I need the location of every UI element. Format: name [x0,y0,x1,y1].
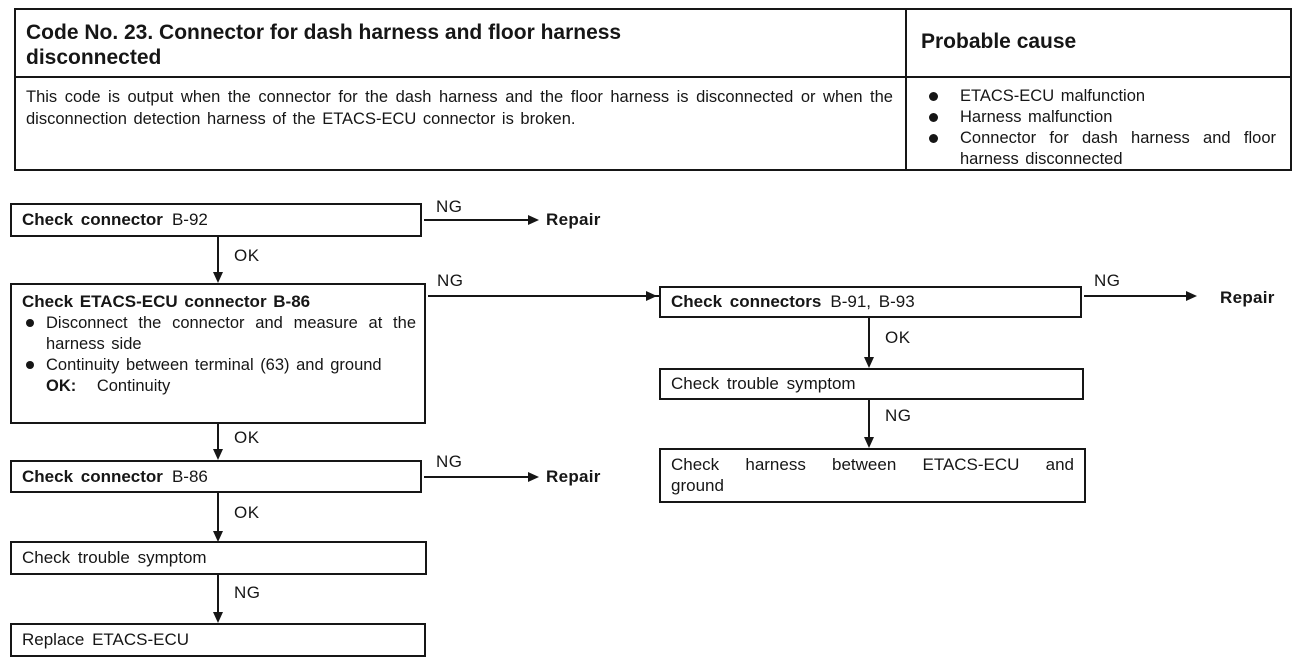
arrow-right-icon [646,291,657,301]
page-title: Code No. 23. Connector for dash harness … [26,21,622,69]
probable-cause-list: ETACS-ECU malfunction Harness malfunctio… [907,78,1290,169]
arrow-down-icon [213,612,223,623]
edge-line [428,295,659,297]
bullet-icon [929,113,938,122]
node-check-connector-b86: Check connector B-86 [10,460,422,493]
repair-label: Repair [546,210,601,229]
edge-label-ng: NG [436,197,463,216]
bullet-icon [929,134,938,143]
arrow-down-icon [213,531,223,542]
repair-label: Repair [1220,288,1275,307]
edge-line [217,493,219,534]
bullet-text: Disconnect the connector and measure at … [46,314,416,353]
node-check-trouble-symptom-left: Check trouble symptom [10,541,427,575]
edge-label-ng: NG [1094,271,1121,290]
bullet-icon [929,92,938,101]
probable-cause-list-cell: ETACS-ECU malfunction Harness malfunctio… [905,78,1290,169]
ok-condition: OK: Continuity [46,376,416,397]
node-check-trouble-symptom-right: Check trouble symptom [659,368,1084,400]
edge-line [217,575,219,615]
edge-label-ok: OK [234,428,260,447]
code-description-cell: This code is output when the connector f… [16,78,905,169]
edge-label-ok: OK [234,246,260,265]
cause-text: ETACS-ECU malfunction [960,87,1146,105]
node-replace-etacs-ecu: Replace ETACS-ECU [10,623,426,657]
edge-line [868,400,870,440]
node-check-connectors-b91-b93: Check connectors B-91, B-93 [659,286,1082,318]
bullet-item: Disconnect the connector and measure at … [20,313,416,355]
node-check-etacs-connector: Check ETACS-ECU connector B-86 Disconnec… [10,283,426,424]
edge-label-ng: NG [885,406,912,425]
probable-cause-heading-cell: Probable cause [905,10,1290,78]
probable-cause-heading: Probable cause [921,30,1077,53]
node-action: Check connector [22,466,163,486]
arrow-right-icon [528,472,539,482]
code-description: This code is output when the connector f… [26,88,893,128]
node-ref: B-92 [171,210,208,229]
arrow-down-icon [213,272,223,283]
edge-line [1084,295,1188,297]
cause-text: Connector for dash harness and floor har… [960,129,1276,168]
ok-condition-value: Continuity [96,377,171,395]
bullet-icon [26,319,34,327]
arrow-right-icon [528,215,539,225]
ok-condition-label: OK: [46,377,77,395]
bullet-item: Continuity between terminal (63) and gro… [20,355,416,376]
code-title-cell: Code No. 23. Connector for dash harness … [16,10,905,78]
code-table: Code No. 23. Connector for dash harness … [14,8,1292,171]
node-text: Check trouble symptom [22,548,207,567]
node-text: Replace ETACS-ECU [22,630,190,649]
edge-label-ng: NG [437,271,464,290]
arrow-right-icon [1186,291,1197,301]
node-action: Check connector [22,210,163,229]
node-text: Check harness between ETACS-ECU and grou… [671,455,1074,495]
arrow-down-icon [213,449,223,460]
cause-text: Harness malfunction [960,108,1113,126]
edge-label-ng: NG [436,452,463,471]
edge-line [217,237,219,275]
node-text: Check trouble symptom [671,374,856,393]
edge-label-ok: OK [234,503,260,522]
edge-label-ng: NG [234,583,261,602]
node-check-connector-b92: Check connector B-92 [10,203,422,237]
cause-item: Connector for dash harness and floor har… [917,128,1276,169]
node-title: Check ETACS-ECU connector B-86 [22,292,311,311]
node-action: Check connectors [671,292,822,311]
node-ref: B-86 [171,466,208,486]
repair-label: Repair [546,467,601,486]
arrow-down-icon [864,437,874,448]
bullet-text: Continuity between terminal (63) and gro… [46,356,382,374]
node-check-harness-ground: Check harness between ETACS-ECU and grou… [659,448,1086,503]
edge-label-ok: OK [885,328,911,347]
cause-item: ETACS-ECU malfunction [917,86,1276,107]
bullet-icon [26,361,34,369]
node-ref: B-91, B-93 [830,292,915,311]
edge-line [217,424,219,454]
edge-line [424,219,532,221]
cause-item: Harness malfunction [917,107,1276,128]
edge-line [868,318,870,360]
arrow-down-icon [864,357,874,368]
edge-line [424,476,532,478]
